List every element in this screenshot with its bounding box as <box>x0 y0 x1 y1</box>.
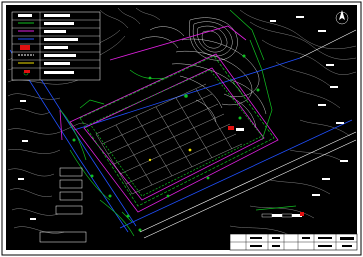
site-boundary <box>59 25 279 213</box>
north-arrow-icon <box>335 10 349 25</box>
terrain-contours-right <box>229 9 357 239</box>
site-works-markers <box>44 54 260 232</box>
annotation-accents <box>24 70 304 216</box>
existing-buildings <box>39 167 87 243</box>
property-lines <box>139 29 357 239</box>
spot-elevations <box>18 16 348 220</box>
building-grid <box>95 83 243 195</box>
title-block <box>229 233 358 251</box>
legend-panel <box>11 11 101 81</box>
scale-bar <box>261 213 302 218</box>
